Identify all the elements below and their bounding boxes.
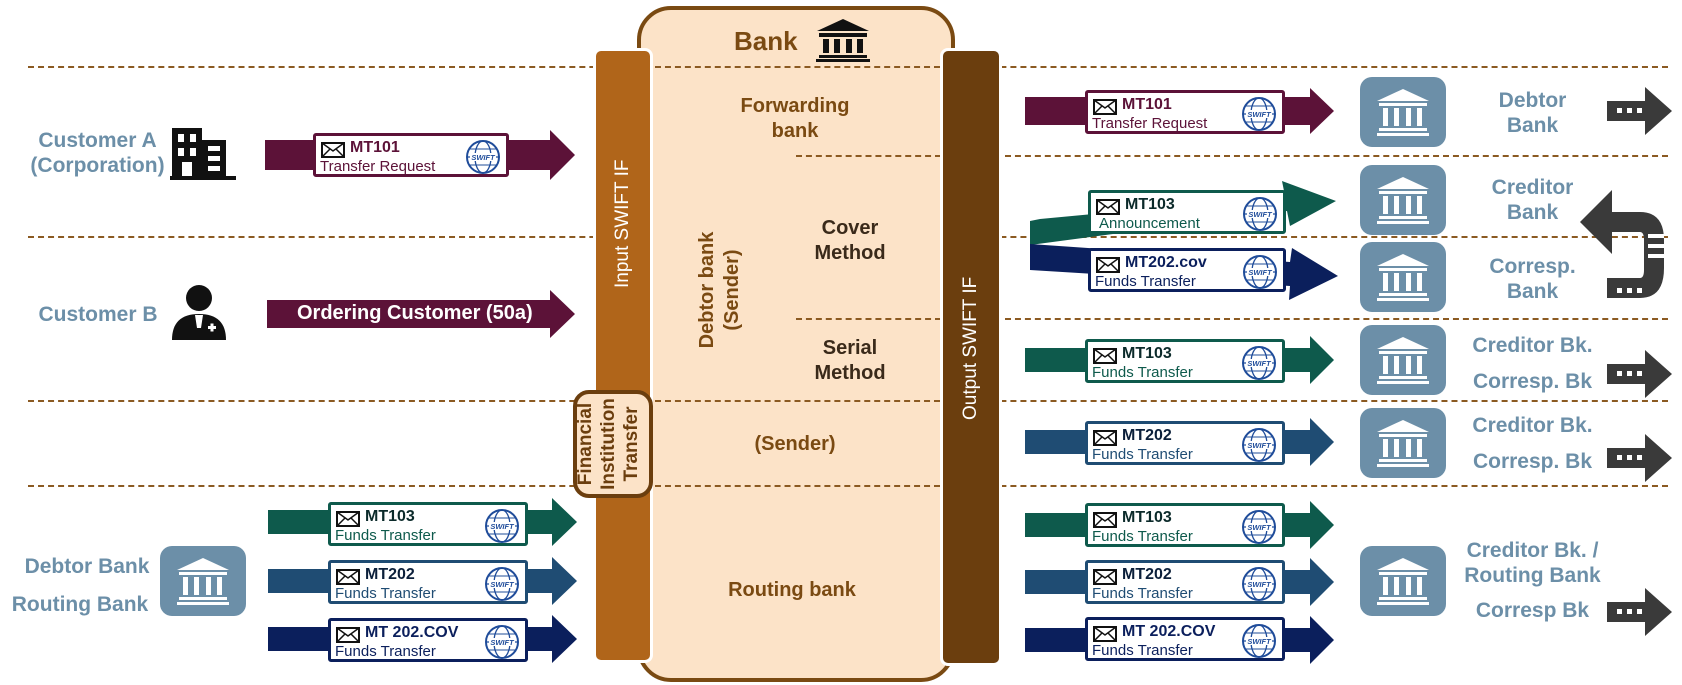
dots-arrow-sender [1607, 434, 1672, 482]
fi-transfer-box [573, 390, 653, 498]
envelope-icon [336, 569, 360, 585]
swift-logo-icon: SWIFT [1242, 510, 1276, 544]
uturn-arrow [1580, 190, 1664, 298]
bank-title: Bank [734, 26, 798, 56]
swift-logo-icon: SWIFT [1243, 197, 1277, 231]
envelope-icon [336, 627, 360, 643]
msg-right-mt103-serial: MT103 Funds Transfer SWIFT [1085, 339, 1285, 383]
svg-text:SWIFT: SWIFT [1248, 268, 1273, 277]
svg-text:SWIFT: SWIFT [490, 522, 515, 531]
msg-right-mt202cov-routing: MT 202.COV Funds Transfer SWIFT [1085, 617, 1285, 661]
output-swift-if-bar [940, 48, 1002, 666]
input-swift-if-bar [593, 48, 653, 663]
swift-logo-icon: SWIFT [1242, 567, 1276, 601]
svg-text:SWIFT: SWIFT [490, 638, 515, 647]
svg-text:SWIFT: SWIFT [1247, 110, 1272, 119]
msg-right-mt202cov: MT202.cov Funds Transfer SWIFT [1088, 248, 1286, 292]
svg-text:SWIFT: SWIFT [1247, 580, 1272, 589]
customer-a-label: Customer A(Corporation) [30, 129, 165, 177]
msg-right-mt103-announcement: MT103 Announcement SWIFT [1088, 190, 1286, 234]
envelope-icon [1093, 626, 1117, 642]
swift-logo-icon: SWIFT [485, 567, 519, 601]
swift-logo-icon: SWIFT [1242, 624, 1276, 658]
swift-logo-icon: SWIFT [1243, 255, 1277, 289]
envelope-icon [321, 142, 345, 158]
envelope-icon [1093, 430, 1117, 446]
bank-icon-glyphs [177, 89, 1429, 605]
person-icon [172, 285, 226, 340]
dots-arrow-routing [1607, 588, 1672, 636]
msg-left-mt202cov: MT 202.COV Funds Transfer SWIFT [328, 618, 528, 662]
swift-logo-icon: SWIFT [1242, 428, 1276, 462]
svg-text:SWIFT: SWIFT [1247, 523, 1272, 532]
svg-text:SWIFT: SWIFT [1248, 210, 1273, 219]
lane-divider-right [1005, 155, 1668, 157]
msg-right-mt202-routing: MT202 Funds Transfer SWIFT [1085, 560, 1285, 604]
envelope-icon [1093, 512, 1117, 528]
inner-divider [655, 66, 940, 68]
envelope-icon [1096, 257, 1120, 273]
inner-divider [796, 318, 941, 320]
envelope-icon [1093, 99, 1117, 115]
dots-arrow-debtor [1607, 87, 1672, 135]
svg-text:SWIFT: SWIFT [471, 153, 496, 162]
envelope-icon [1096, 199, 1120, 215]
msg-left-mt202: MT202 Funds Transfer SWIFT [328, 560, 528, 604]
right-sender-label: Creditor Bk.Corresp. Bk [1472, 414, 1593, 473]
right-corresp-bank-label: Corresp.Bank [1489, 255, 1576, 303]
customer-b-label: Customer B [38, 303, 158, 326]
msg-right-mt101: MT101 Transfer Request SWIFT [1085, 90, 1285, 134]
inner-divider [655, 400, 940, 402]
building-icon [170, 128, 236, 180]
arrow-ordering-customer [267, 290, 575, 338]
svg-text:SWIFT: SWIFT [490, 580, 515, 589]
sender-label: (Sender) [754, 433, 836, 455]
swift-logo-icon: SWIFT [485, 625, 519, 659]
svg-text:SWIFT: SWIFT [1247, 441, 1272, 450]
envelope-icon [1093, 348, 1117, 364]
msg-right-mt202-sender: MT202 Funds Transfer SWIFT [1085, 421, 1285, 465]
svg-text:SWIFT: SWIFT [1247, 359, 1272, 368]
swift-logo-icon: SWIFT [1242, 97, 1276, 131]
msg-left-mt103: MT103 Funds Transfer SWIFT [328, 502, 528, 546]
swift-logo-icon: SWIFT [485, 509, 519, 543]
envelope-icon [336, 511, 360, 527]
msg-left-mt101: MT101 Transfer Request SWIFT [313, 133, 509, 177]
dots-arrow-serial [1607, 350, 1672, 398]
svg-text:SWIFT: SWIFT [1247, 637, 1272, 646]
right-serial-label: Creditor Bk.Corresp. Bk [1472, 334, 1593, 393]
routing-bank-label: Routing bank [728, 579, 856, 601]
ordering-customer-label: Ordering Customer (50a) [297, 302, 533, 324]
envelope-icon [1093, 569, 1117, 585]
bank-icon [816, 19, 870, 62]
swift-logo-icon: SWIFT [466, 140, 500, 174]
right-routing-label: Creditor Bk. /Routing Bank Corresp Bk [1464, 539, 1601, 622]
inner-divider [655, 485, 940, 487]
lane-divider-right [1005, 318, 1668, 320]
swift-logo-icon: SWIFT [1242, 346, 1276, 380]
inner-divider [796, 155, 941, 157]
msg-right-mt103-routing: MT103 Funds Transfer SWIFT [1085, 503, 1285, 547]
